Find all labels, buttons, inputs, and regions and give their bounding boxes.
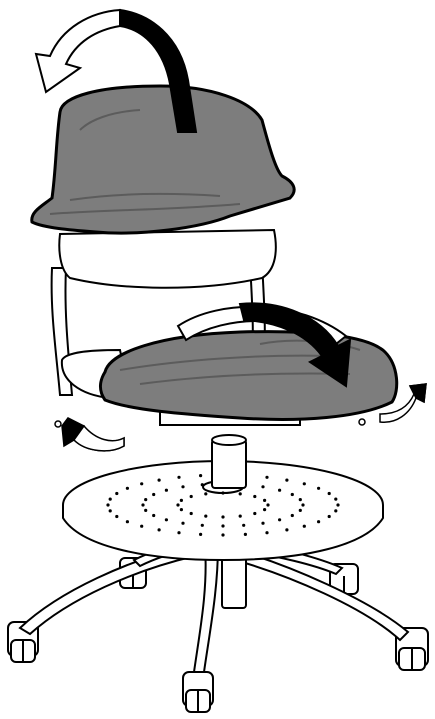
perforation-dot	[263, 499, 266, 502]
perforation-dot	[158, 479, 161, 482]
perforation-dot	[115, 515, 118, 518]
perforation-dot	[303, 482, 306, 485]
perforation-dot	[285, 479, 288, 482]
perforation-dot	[328, 492, 331, 495]
perforation-dot	[177, 531, 180, 534]
screw-left	[55, 421, 61, 427]
perforation-dot	[239, 515, 242, 518]
perforation-dot	[180, 499, 183, 502]
perforation-dot	[180, 508, 183, 511]
perforation-dot	[291, 514, 294, 517]
perforation-dot	[126, 487, 129, 490]
perforation-dot	[334, 509, 337, 512]
perforation-dot	[109, 509, 112, 512]
perforation-dot	[181, 522, 184, 525]
perforation-dot	[152, 514, 155, 517]
perforation-dot	[336, 503, 339, 506]
perforation-dot	[115, 492, 118, 495]
perforation-dot	[140, 525, 143, 528]
perforation-dot	[177, 476, 180, 479]
perforation-dot	[140, 482, 143, 485]
perforation-dot	[109, 498, 112, 501]
perforation-dot	[265, 531, 268, 534]
rotate-arrow-outline-icon	[36, 10, 120, 92]
perforation-dot	[221, 515, 224, 518]
perforation-dot	[317, 520, 320, 523]
seat-cover	[100, 332, 396, 420]
perforation-dot	[253, 512, 256, 515]
perforation-dot	[221, 491, 224, 494]
perforation-dot	[301, 503, 304, 506]
perforation-dot	[253, 495, 256, 498]
backrest-cover	[32, 86, 294, 233]
perforation-dot	[221, 524, 224, 527]
perforation-dot	[244, 533, 247, 536]
perforation-dot	[239, 492, 242, 495]
perforation-dot	[199, 474, 202, 477]
perforation-dot	[152, 493, 155, 496]
perforation-dot	[334, 498, 337, 501]
perforation-dot	[266, 503, 269, 506]
perforation-dot	[303, 525, 306, 528]
perforation-dot	[201, 524, 204, 527]
perforation-dot	[291, 493, 294, 496]
perforation-dot	[141, 503, 144, 506]
perforation-dot	[199, 533, 202, 536]
perforation-dot	[190, 495, 193, 498]
perforation-dot	[328, 515, 331, 518]
perforation-dot	[261, 485, 264, 488]
perforation-dot	[201, 483, 204, 486]
perforation-dot	[204, 515, 207, 518]
perforation-dot	[176, 503, 179, 506]
perforation-dot	[285, 528, 288, 531]
perforation-dot	[278, 489, 281, 492]
perforation-dot	[165, 518, 168, 521]
perforation-dot	[204, 492, 207, 495]
perforation-dot	[299, 509, 302, 512]
perforation-dot	[106, 503, 109, 506]
perforation-dot	[278, 518, 281, 521]
perforation-dot	[242, 524, 245, 527]
perforation-dot	[158, 528, 161, 531]
perforation-dot	[263, 508, 266, 511]
perforation-dot	[144, 509, 147, 512]
perforation-dot	[181, 485, 184, 488]
gas-cylinder	[212, 435, 246, 488]
caster-front	[183, 672, 213, 712]
perforation-dot	[261, 522, 264, 525]
perforation-dot	[190, 512, 193, 515]
perforation-dot	[299, 498, 302, 501]
perforation-dot	[144, 498, 147, 501]
screw-right	[359, 419, 365, 425]
perforation-dot	[221, 533, 224, 536]
small-black-arrow-icon	[62, 418, 124, 451]
perforation-dot	[165, 489, 168, 492]
perforation-dot	[265, 476, 268, 479]
perforation-dot	[126, 520, 129, 523]
perforation-dot	[317, 487, 320, 490]
